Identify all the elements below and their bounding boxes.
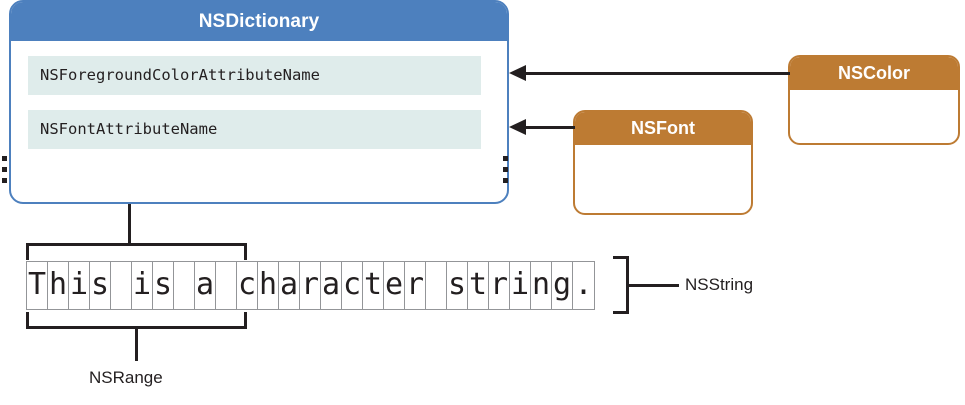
string-char-cell xyxy=(216,262,237,309)
ellipsis-dot-left-1 xyxy=(2,156,7,161)
nsrange-label: NSRange xyxy=(89,368,163,387)
string-char-cell: t xyxy=(363,262,384,309)
nscolor-connector-line xyxy=(525,72,790,75)
nscolor-arrowhead xyxy=(509,65,526,81)
string-char-cell: r xyxy=(300,262,321,309)
ellipsis-dot-right-1 xyxy=(503,156,508,161)
string-char-cell: c xyxy=(342,262,363,309)
string-char-cell: s xyxy=(90,262,111,309)
string-char-cell xyxy=(111,262,132,309)
dictionary-row-foreground-color: NSForegroundColorAttributeName xyxy=(28,56,481,95)
string-char-cell xyxy=(426,262,447,309)
nsfont-arrowhead xyxy=(509,119,526,135)
nsdictionary-title: NSDictionary xyxy=(11,2,507,41)
string-char-cell: a xyxy=(321,262,342,309)
string-char-cell: h xyxy=(258,262,279,309)
ellipsis-dot-right-3 xyxy=(503,178,508,183)
string-char-cell xyxy=(174,262,195,309)
nsstring-right-bracket xyxy=(613,256,629,314)
dictionary-row-font: NSFontAttributeName xyxy=(28,110,481,149)
nsstring-label-line xyxy=(628,284,679,287)
string-char-cell: r xyxy=(489,262,510,309)
nsstring-label: NSString xyxy=(685,275,754,294)
range-label-stem xyxy=(135,328,138,361)
string-char-cell: s xyxy=(447,262,468,309)
nsfont-title: NSFont xyxy=(575,112,751,145)
nsdictionary-panel: NSDictionary NSForegroundColorAttributeN… xyxy=(9,0,509,204)
string-char-cell: h xyxy=(48,262,69,309)
string-char-cell: i xyxy=(132,262,153,309)
string-char-cell: a xyxy=(279,262,300,309)
string-char-cell: e xyxy=(384,262,405,309)
string-char-cell: T xyxy=(27,262,48,309)
string-char-cell: i xyxy=(510,262,531,309)
nscolor-title: NSColor xyxy=(790,57,958,90)
string-char-cell: g xyxy=(552,262,573,309)
string-char-cell: . xyxy=(574,267,593,302)
nsfont-connector-line xyxy=(525,126,575,129)
string-char-cell: i xyxy=(69,262,90,309)
string-char-cell: s xyxy=(153,262,174,309)
range-bottom-bracket xyxy=(26,312,247,329)
ellipsis-dot-right-2 xyxy=(503,167,508,172)
string-char-cell: t xyxy=(468,262,489,309)
range-top-bracket xyxy=(26,243,247,260)
ellipsis-dot-left-3 xyxy=(2,178,7,183)
nscolor-box: NSColor xyxy=(788,55,960,145)
string-char-cell: c xyxy=(237,262,258,309)
ellipsis-dot-left-2 xyxy=(2,167,7,172)
string-char-cell: r xyxy=(405,262,426,309)
nsfont-box: NSFont xyxy=(573,110,753,215)
string-char-cell: n xyxy=(531,262,552,309)
dictionary-to-string-stem xyxy=(128,204,131,244)
string-char-cell: a xyxy=(195,262,216,309)
